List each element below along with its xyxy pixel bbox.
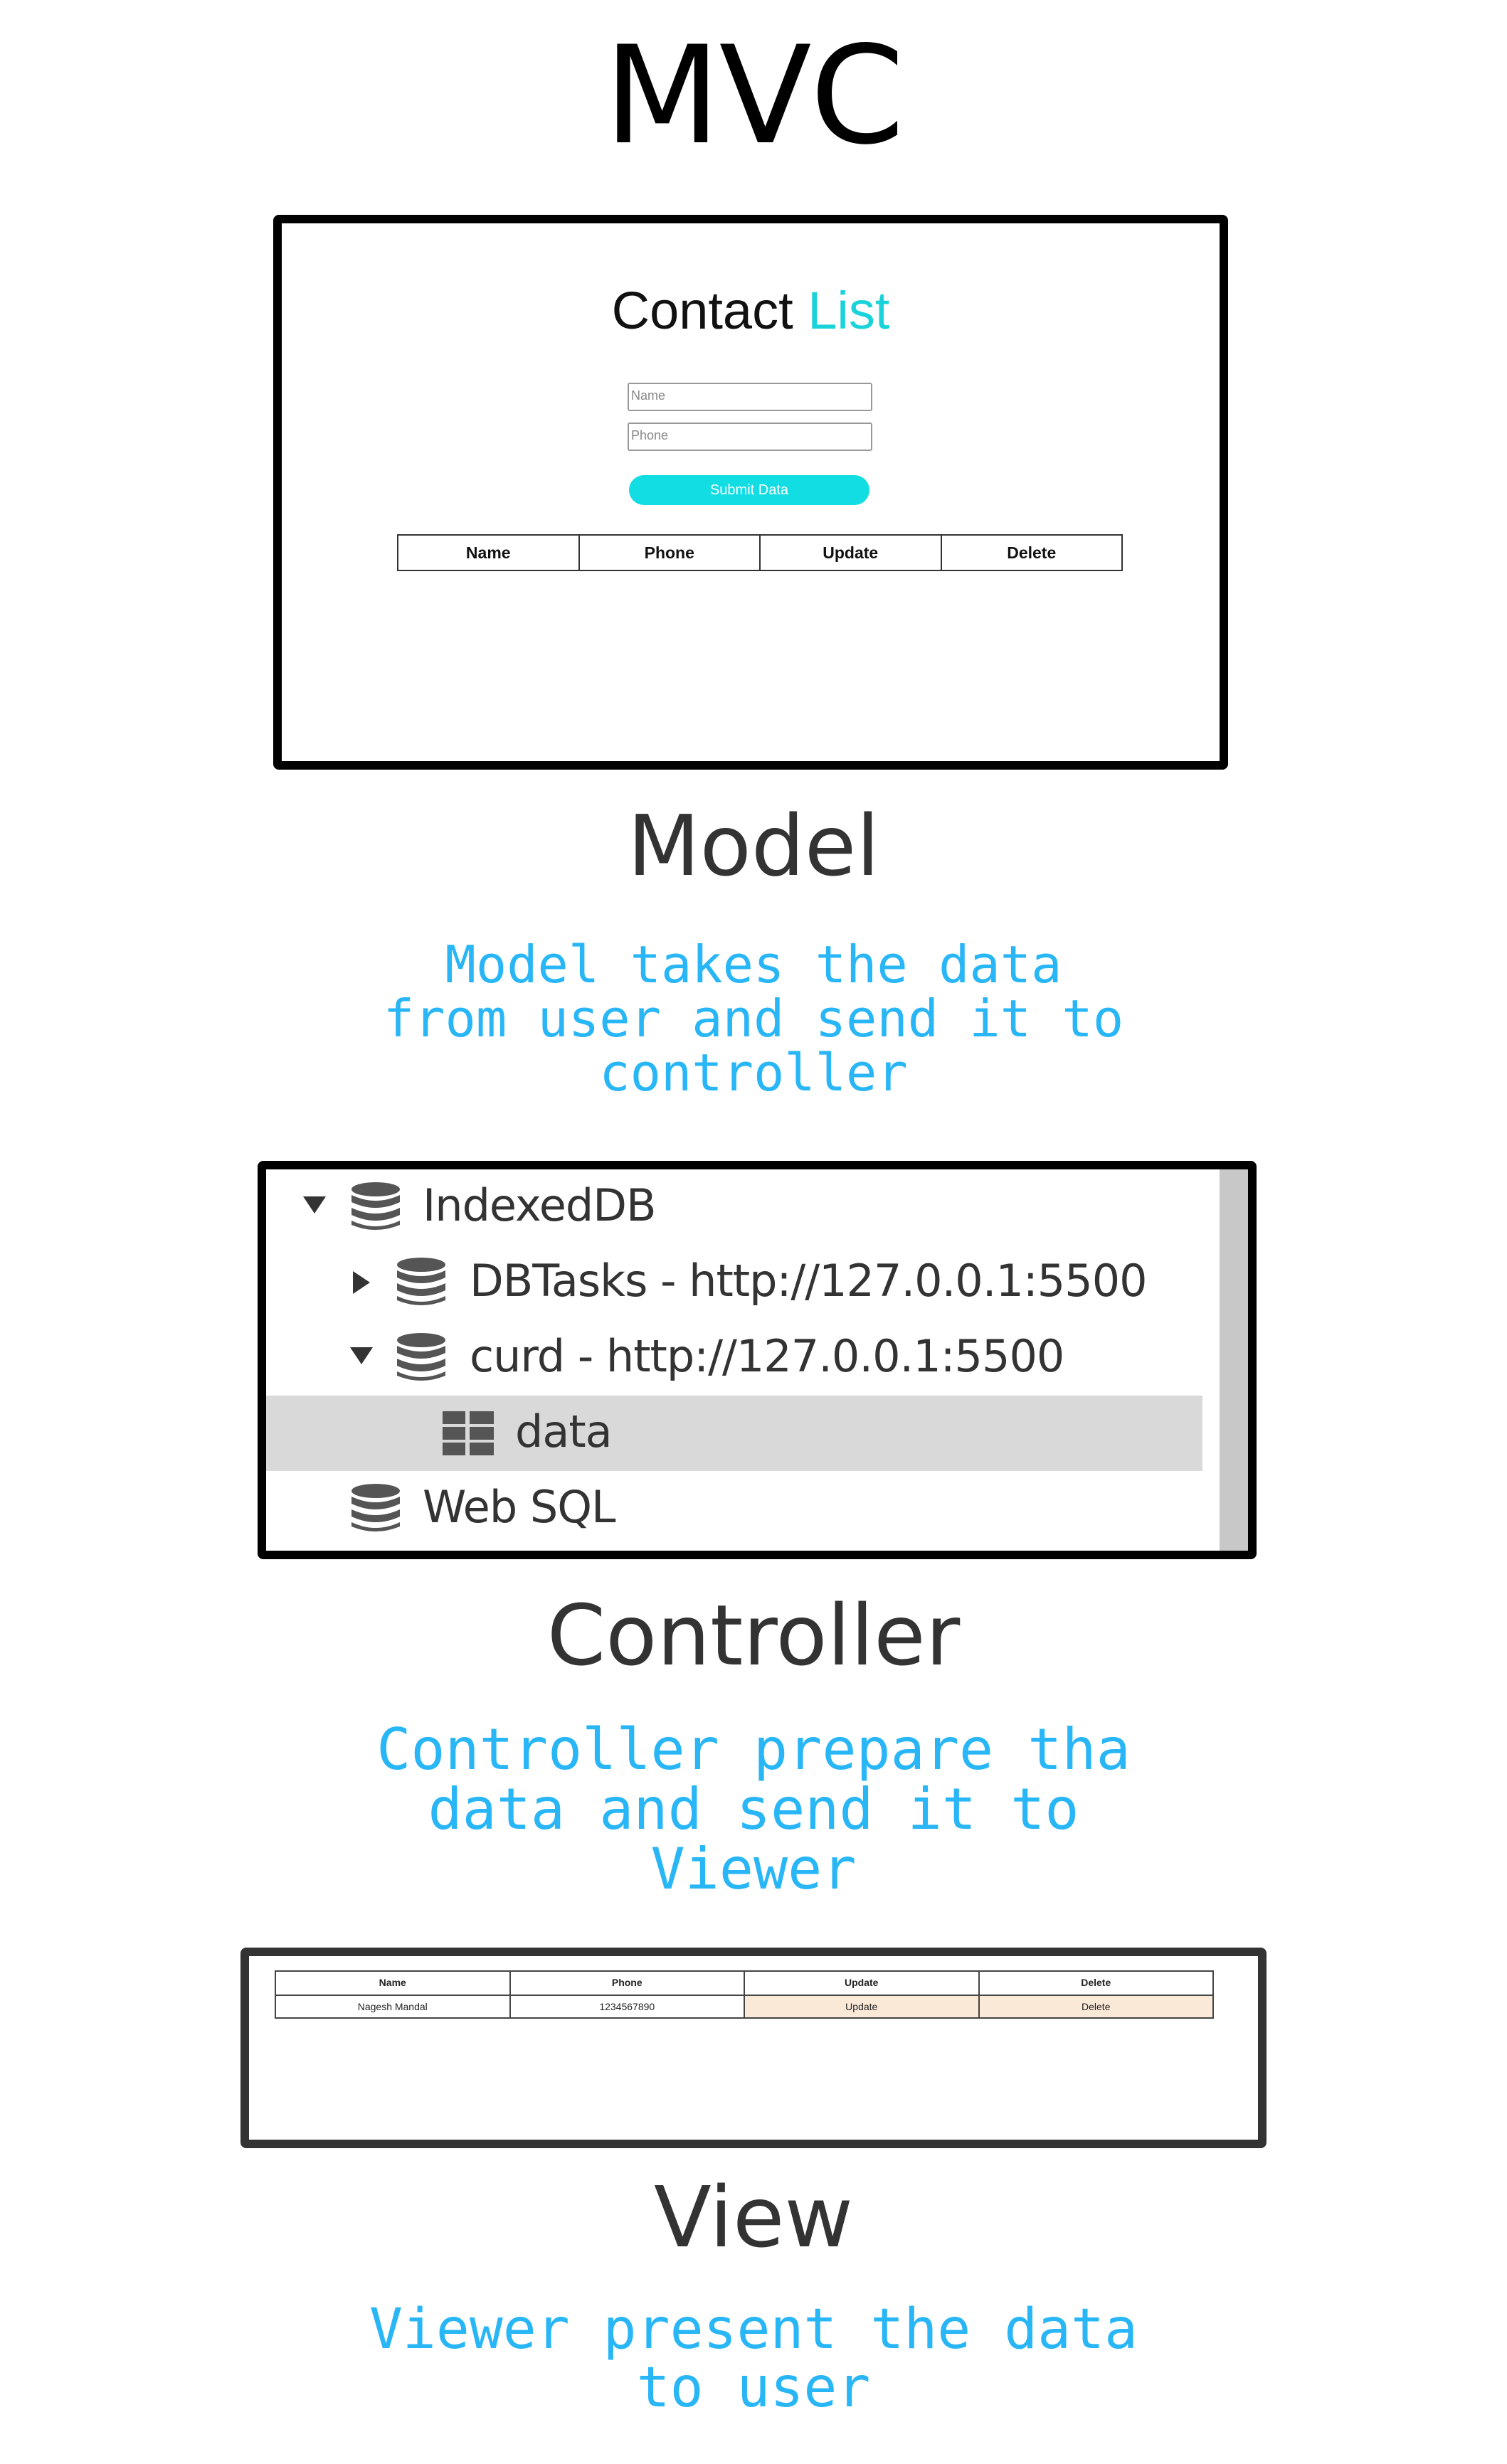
controller-heading: Controller (546, 1586, 961, 1684)
contact-title-main: Contact (611, 281, 793, 340)
view-description-line-2: to user (636, 2356, 871, 2420)
model-screenshot-frame: Contact List Name Phone Submit Data Name… (273, 215, 1228, 770)
model-description-line-3: controller (599, 1043, 908, 1103)
tree-item-dbtasks[interactable]: DBTasks - http://127.0.0.1:5500 (266, 1245, 1202, 1320)
model-description: Model takes the data from user and send … (0, 939, 1507, 1101)
tree-label: data (515, 1406, 613, 1457)
cell-name: Nagesh Mandal (276, 1996, 511, 2017)
tree-item-curd[interactable]: curd - http://127.0.0.1:5500 (266, 1320, 1202, 1396)
tree-item-indexeddb[interactable]: IndexedDB (266, 1169, 1202, 1245)
submit-data-button[interactable]: Submit Data (629, 475, 869, 505)
header-update: Update (745, 1972, 980, 1995)
view-description-line-1: Viewer present the data (369, 2298, 1138, 2362)
tree-label: IndexedDB (423, 1179, 657, 1231)
phone-input[interactable]: Phone (628, 423, 872, 451)
controller-description-line-1: Controller prepare tha (376, 1716, 1131, 1783)
collapse-arrow-icon[interactable] (353, 1271, 370, 1294)
main-title: MVC (603, 17, 905, 174)
model-heading: Model (627, 797, 880, 895)
contact-table-header: Name Phone Update Delete (397, 534, 1123, 571)
model-description-line-2: from user and send it to (383, 989, 1124, 1048)
tree-label: Web SQL (423, 1481, 616, 1533)
expand-arrow-icon[interactable] (350, 1347, 373, 1364)
contact-list-title: Contact List (282, 280, 1220, 341)
header-delete: Delete (1007, 543, 1057, 562)
controller-description-line-2: data and send it to (428, 1776, 1079, 1842)
update-button[interactable]: Update (745, 1996, 980, 2017)
expand-arrow-icon[interactable] (303, 1196, 326, 1214)
header-phone: Phone (580, 536, 761, 570)
header-name: Name (276, 1972, 511, 1995)
table-icon (443, 1411, 494, 1455)
tree-label: DBTasks - http://127.0.0.1:5500 (470, 1255, 1148, 1307)
table-header-row: Name Phone Update Delete (276, 1972, 1212, 1995)
view-screenshot-frame: Name Phone Update Delete Nagesh Mandal 1… (240, 1948, 1267, 2148)
scrollbar[interactable] (1220, 1169, 1248, 1551)
tree-item-websql[interactable]: Web SQL (266, 1471, 1202, 1546)
controller-description-line-3: Viewer (650, 1836, 857, 1902)
contact-title-accent: List (808, 281, 890, 340)
header-update: Update (761, 536, 942, 570)
data-table: Name Phone Update Delete Nagesh Mandal 1… (275, 1970, 1214, 2019)
database-icon (397, 1258, 445, 1305)
database-icon (351, 1484, 400, 1531)
cell-phone: 1234567890 (511, 1996, 745, 2017)
delete-button[interactable]: Delete (979, 1996, 1212, 2017)
tree-item-data[interactable]: data (266, 1396, 1202, 1471)
view-heading: View (653, 2168, 854, 2266)
controller-description: Controller prepare tha data and send it … (0, 1721, 1507, 1901)
header-delete: Delete (1081, 1977, 1111, 1988)
tree-label: curd - http://127.0.0.1:5500 (470, 1330, 1064, 1382)
name-input[interactable]: Name (628, 383, 872, 411)
model-description-line-1: Model takes the data (445, 935, 1062, 994)
header-name: Name (398, 536, 580, 570)
controller-screenshot-frame: IndexedDB DBTasks - http://127.0.0.1:550… (258, 1161, 1257, 1559)
database-icon (351, 1182, 400, 1230)
database-icon (397, 1333, 445, 1381)
view-description: Viewer present the data to user (0, 2302, 1507, 2418)
header-phone: Phone (511, 1972, 745, 1995)
table-row: Nagesh Mandal 1234567890 Update Delete (276, 1995, 1212, 2017)
